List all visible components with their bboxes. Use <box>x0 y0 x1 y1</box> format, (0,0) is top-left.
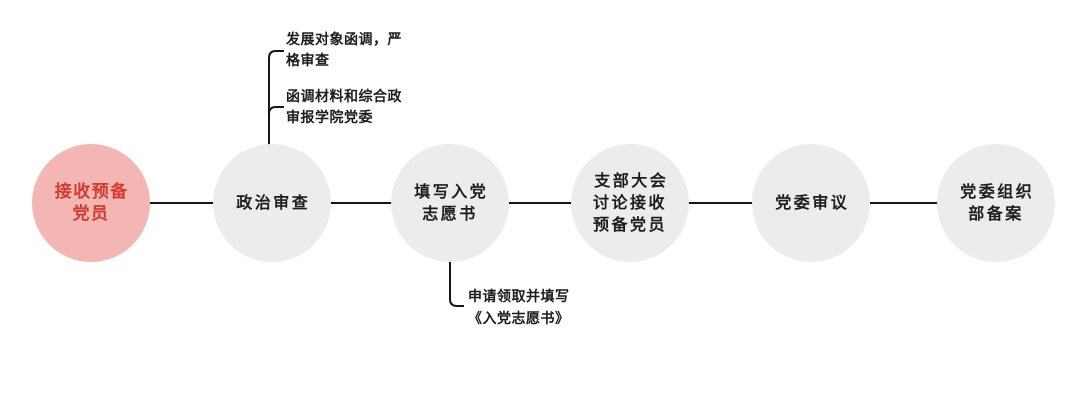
node-label: 政治审查 <box>236 193 311 212</box>
node-branch-meeting-discussion: 支部大会 讨论接收 预备党员 <box>571 144 689 262</box>
node-party-committee-review: 党委审议 <box>752 144 870 262</box>
bottom-elbow-line <box>449 258 464 307</box>
node-label: 接收预备 党员 <box>54 182 129 224</box>
node-label: 党委组织 部备案 <box>960 182 1035 223</box>
flow-connector-line <box>91 202 996 204</box>
node-label: 填写入党 志愿书 <box>414 182 489 223</box>
node-accept-probationary-member: 接收预备 党员 <box>32 144 150 262</box>
annotation-letter-investigation: 发展对象函调，严 格审查 <box>286 32 402 69</box>
top-bracket-line-1 <box>268 50 284 148</box>
annotation-apply-and-fill-form: 申请领取并填写 《入党志愿书》 <box>468 289 570 327</box>
node-political-review: 政治审查 <box>213 144 331 262</box>
top-bracket-line-2 <box>268 106 284 115</box>
node-fill-application-form: 填写入党 志愿书 <box>391 144 509 262</box>
node-organization-dept-filing: 党委组织 部备案 <box>937 144 1055 262</box>
node-label: 支部大会 讨论接收 预备党员 <box>592 171 669 234</box>
annotation-report-to-college-committee: 函调材料和综合政 审报学院党委 <box>286 89 402 126</box>
node-label: 党委审议 <box>775 193 850 212</box>
